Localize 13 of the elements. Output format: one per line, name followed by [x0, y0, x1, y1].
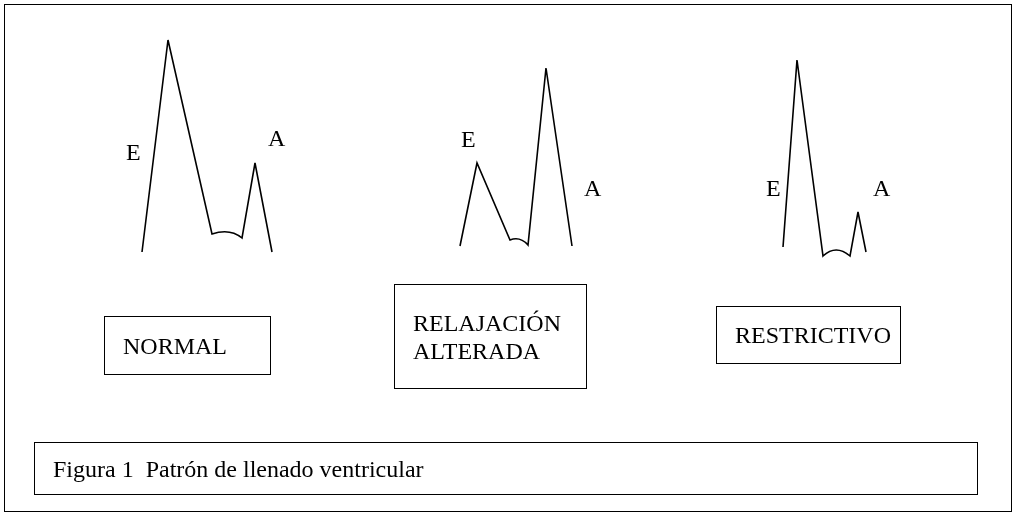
wave-letter: A	[873, 175, 891, 201]
wave-letter: A	[584, 175, 602, 201]
pattern-label-box	[716, 306, 901, 364]
pattern-label-box	[394, 284, 587, 389]
pattern-label-box	[104, 316, 271, 375]
pattern-name: RELAJACIÓN ALTERADA	[413, 308, 562, 365]
wave-letter: E	[126, 139, 141, 165]
pattern-name: NORMAL	[123, 331, 227, 360]
wave-letter: E	[766, 175, 781, 201]
wave-letter: A	[268, 125, 286, 151]
figure-caption: Figura 1 Patrón de llenado ventricular	[53, 454, 424, 483]
pattern-name: RESTRICTIVO	[735, 321, 891, 349]
wave-letter: E	[461, 126, 476, 152]
